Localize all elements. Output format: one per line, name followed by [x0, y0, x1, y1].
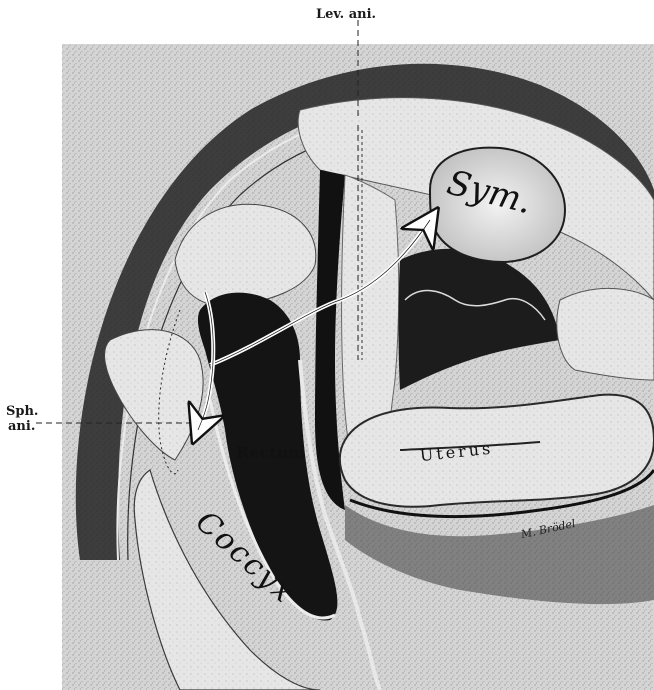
- rectum-label: Rectum: [236, 443, 305, 462]
- levator-ani-label: Lev. ani.: [316, 8, 376, 21]
- sphincter-ani-label-line2: ani.: [8, 420, 35, 433]
- anterior-tissue: [557, 288, 654, 380]
- sphincter-ani-label-line1: Sph.: [6, 405, 38, 418]
